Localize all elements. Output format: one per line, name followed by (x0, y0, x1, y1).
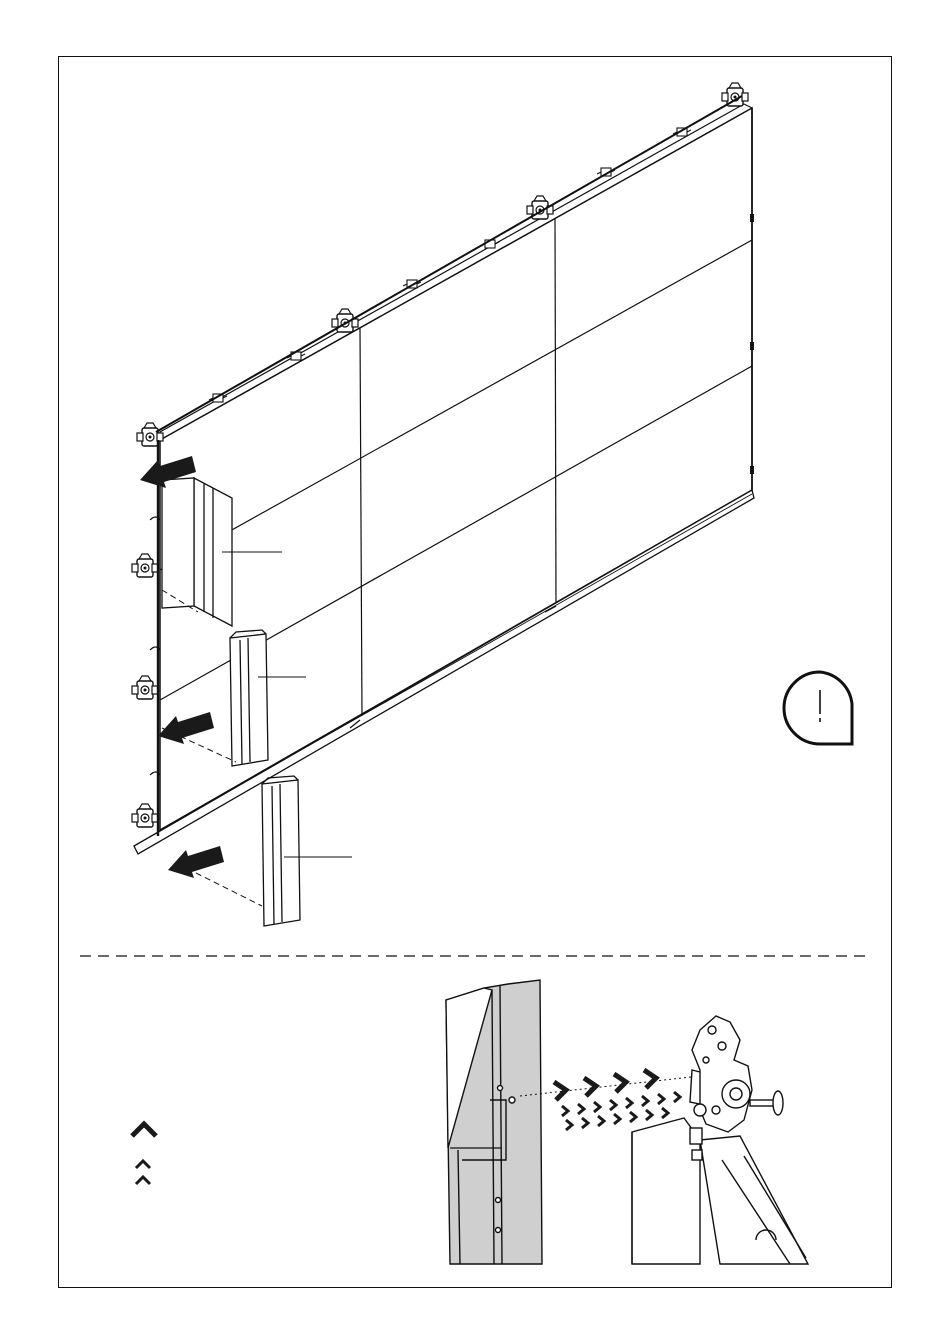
side-cover-strip-3 (262, 776, 352, 926)
bracket-detail (632, 1016, 808, 1264)
left-brackets (132, 440, 160, 836)
strip-profile (446, 980, 542, 1264)
chevron-up-bold-icon (132, 1124, 156, 1136)
chevron-up-double-icon (136, 1161, 150, 1184)
exclamation-icon (784, 672, 852, 744)
